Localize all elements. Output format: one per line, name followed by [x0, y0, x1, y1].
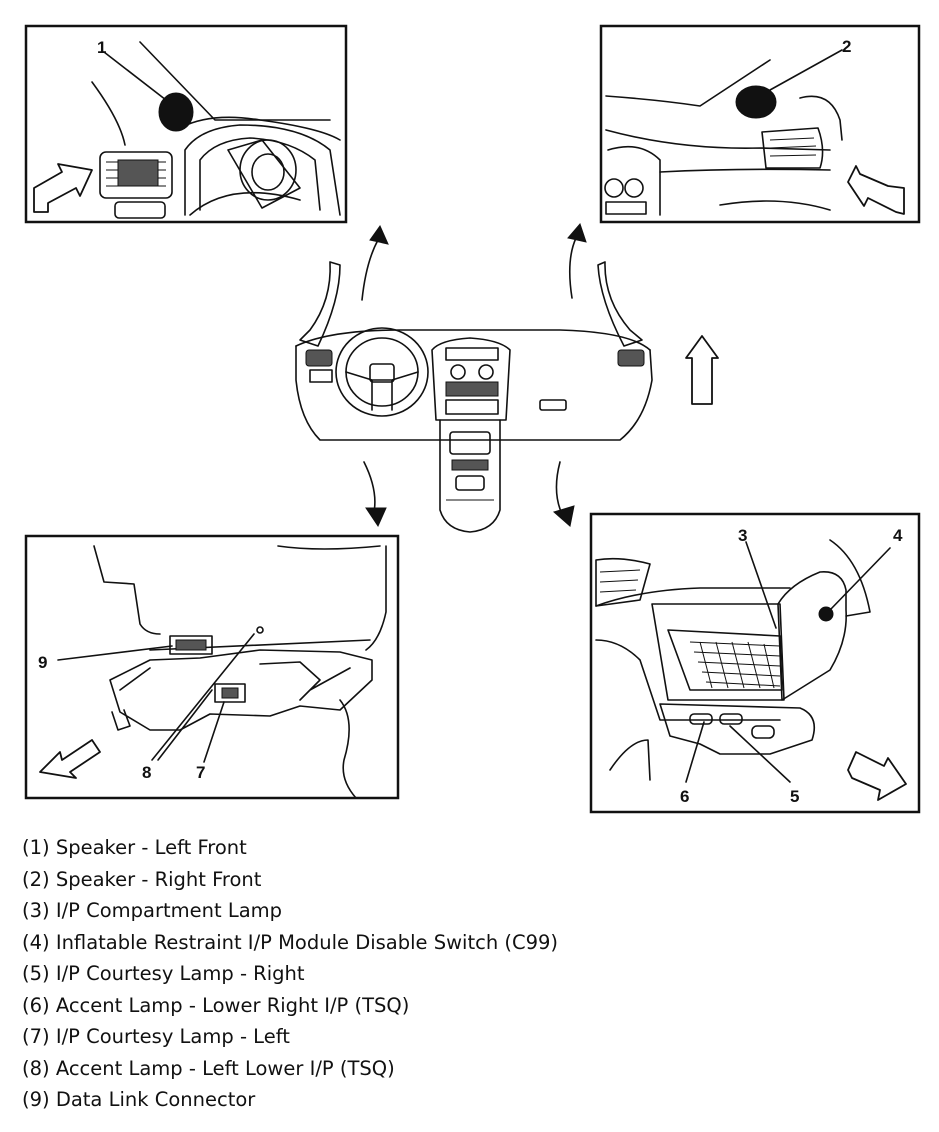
view-direction-arrow-icon [847, 751, 907, 801]
component-legend: (1) Speaker - Left Front (2) Speaker - R… [22, 832, 558, 1116]
legend-item: (3) I/P Compartment Lamp [22, 899, 283, 922]
callout-1: 1 [97, 38, 106, 57]
legend-item: (1) Speaker - Left Front [22, 836, 247, 859]
curved-callout-arrow-icon [369, 224, 389, 245]
callout-7: 7 [196, 763, 205, 782]
legend-item: (4) Inflatable Restraint I/P Module Disa… [22, 930, 559, 954]
instrument-panel-component-locator-diagram: 1 2 [24, 24, 921, 814]
speaker-icon [158, 92, 194, 132]
callout-4: 4 [893, 526, 903, 545]
callout-6: 6 [680, 787, 689, 806]
view-direction-arrow-icon [847, 165, 905, 215]
view-direction-arrow-icon [39, 739, 101, 779]
front-direction-arrow-icon [685, 335, 719, 405]
legend-item: (2) Speaker - Right Front [22, 867, 262, 891]
legend-item: (6) Accent Lamp - Lower Right I/P (TSQ) [22, 993, 410, 1017]
legend-item: (9) Data Link Connector [22, 1088, 256, 1111]
callout-8: 8 [142, 763, 151, 782]
callout-2: 2 [842, 37, 851, 56]
instrument-panel-overview [295, 261, 653, 533]
panel-lower-right: 3 4 5 6 [589, 512, 921, 814]
panel-left-front-speaker: 1 [24, 24, 348, 224]
panel-lower-left: 9 8 7 [24, 534, 400, 800]
panel-right-front-speaker: 2 [599, 24, 921, 224]
curved-callout-arrow-icon [552, 505, 575, 527]
callout-9: 9 [38, 653, 47, 672]
curved-callout-arrow-icon [567, 223, 587, 243]
curved-callout-arrow-icon [365, 507, 387, 528]
speaker-icon [735, 85, 777, 119]
callout-3: 3 [738, 526, 747, 545]
legend-item: (8) Accent Lamp - Left Lower I/P (TSQ) [22, 1056, 395, 1080]
curved-callout-arrows [361, 223, 587, 528]
callout-5: 5 [790, 787, 799, 806]
legend-item: (7) I/P Courtesy Lamp - Left [22, 1025, 290, 1048]
legend-item: (5) I/P Courtesy Lamp - Right [22, 962, 305, 985]
view-direction-arrow-icon [33, 163, 93, 213]
